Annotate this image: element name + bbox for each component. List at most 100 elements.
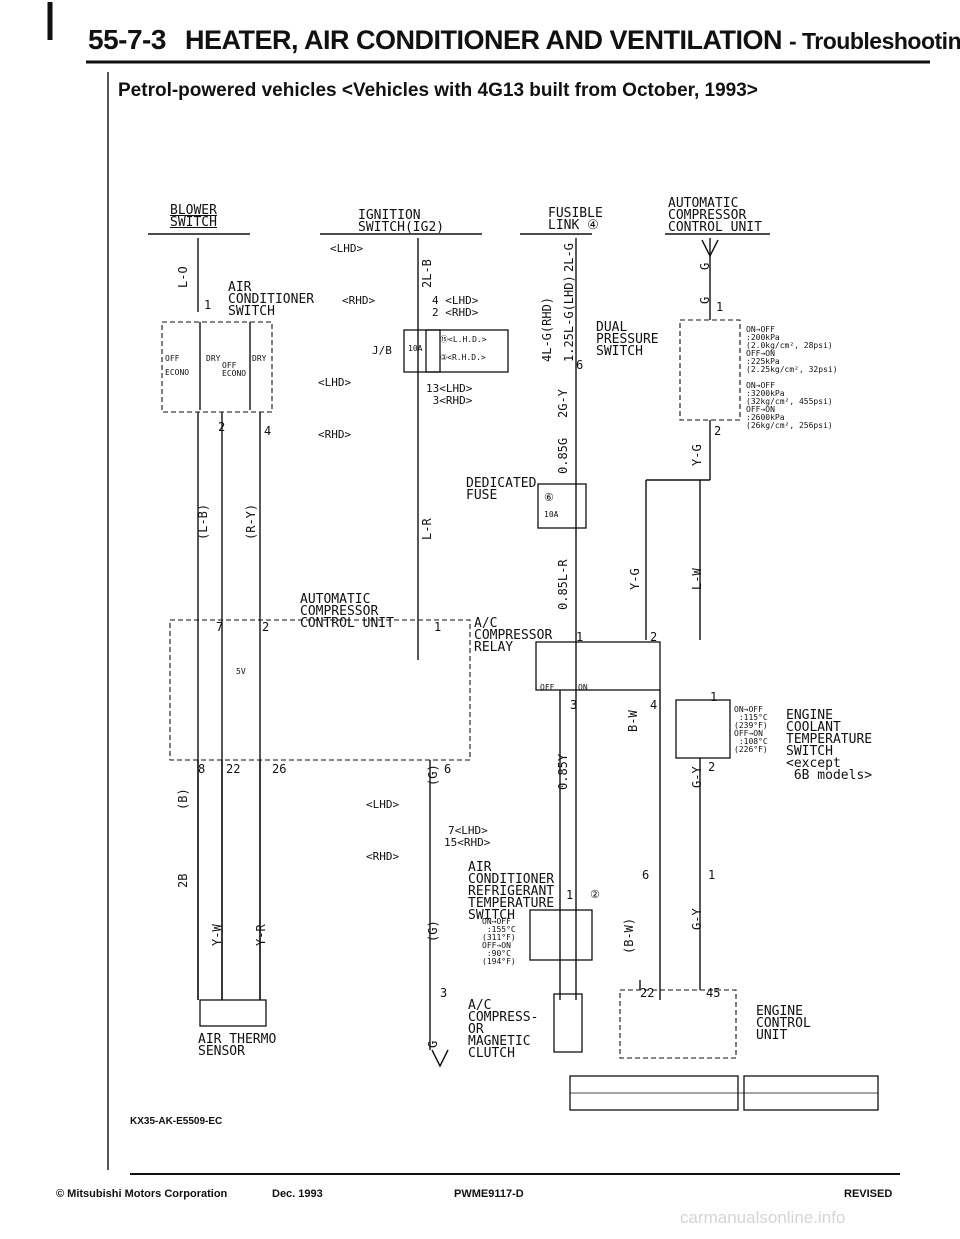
blower-state-econo-2: ECONO (222, 369, 247, 378)
blower-state-dry-2: DRY (252, 354, 267, 363)
pin-number: 1 (566, 888, 574, 902)
air-thermo-sensor-label: AIR THERMO SENSOR (198, 1032, 277, 1059)
pin-number: 6 (444, 762, 452, 776)
blower-state-econo-1: ECONO (165, 368, 190, 377)
pin-13-lhd: 13<LHD> (426, 382, 473, 395)
refrigerant-connector-ident: ② (590, 888, 600, 901)
wire-g-paren-2: (G) (426, 920, 440, 942)
pin-number: 1 (716, 300, 724, 314)
pin-number: 2 (714, 424, 722, 438)
pin-number: 1 (204, 298, 212, 312)
pin-2-rhd: 2 <RHD> (432, 306, 479, 319)
pin-15-rhd: 15<RHD> (444, 836, 491, 849)
wire-2b: 2B (176, 873, 190, 888)
wire-4l-g-rhd: 4L-G(RHD) (540, 296, 554, 362)
lhd-note-2: <LHD> (318, 376, 352, 389)
pin-number: 2 (262, 620, 270, 634)
pin-number: 1 (576, 630, 584, 644)
pin-number: 4 (264, 424, 272, 438)
refrigerant-switch-spec: ON→OFF :155°C (311°F) OFF→ON :90°C (194°… (482, 917, 516, 966)
wire-l-o: L-O (176, 266, 190, 288)
blower-switch-label: BLOWER SWITCH (170, 203, 217, 230)
jb-label: J/B (372, 344, 392, 357)
drawing-code: KX35-AK-E5509-EC (130, 1116, 223, 1127)
pin-number: 26 (272, 762, 287, 776)
rhd-note-1: <RHD> (342, 294, 376, 307)
engine-coolant-switch-label: ENGINE COOLANT TEMPERATURE SWITCH <excep… (786, 708, 873, 783)
wire-l-b: (L-B) (196, 503, 210, 540)
pin-number: 2 (650, 630, 658, 644)
wire-g-y-2: G-Y (690, 908, 704, 930)
wire-2l-g: 2L-G (562, 243, 576, 272)
coolant-switch-spec: ON→OFF :115°C (239°F) OFF→ON :108°C (226… (734, 705, 768, 754)
pin-7-lhd: 7<LHD> (448, 824, 488, 837)
pin-number: 6 (576, 358, 584, 372)
section-title: HEATER, AIR CONDITIONER AND VENTILATION (184, 25, 783, 55)
dedicated-fuse-label: DEDICATED FUSE (466, 476, 537, 503)
blower-state-dry-1: DRY (206, 354, 221, 363)
section-suffix: - Troubleshooting (788, 28, 960, 54)
dedicated-fuse-rating: 10A (544, 510, 559, 519)
air-conditioner-switch-label: AIR CONDITIONER SWITCH (228, 280, 315, 319)
pin-number: 7 (216, 620, 224, 634)
wire-085y: 0.85Y (556, 753, 570, 790)
relay-state-off: OFF (540, 683, 555, 692)
pin-number: 8 (198, 762, 206, 776)
lhd-note-3: <LHD> (366, 798, 400, 811)
dual-pressure-high-spec: ON→OFF :3200kPa (32kg/cm², 455psi) OFF→O… (746, 381, 833, 430)
jb-rhd-fuse: ③<R.H.D.> (440, 353, 486, 362)
wire-l-r: L-R (420, 518, 434, 540)
pin-number: 3 (440, 986, 448, 1000)
wire-l-w: L-W (690, 568, 704, 590)
wire-y-r: Y-R (254, 924, 268, 946)
control-unit-5v: 5V (236, 667, 246, 676)
ignition-switch-label: IGNITION SWITCH(IG2) (358, 208, 445, 235)
wire-125l-g-lhd: 1.25L-G(LHD) (562, 275, 576, 362)
blower-state-off-2: OFF (222, 361, 237, 370)
pin-number: 2 (708, 760, 716, 774)
section-number: 55-7-3 (88, 24, 166, 55)
engine-control-unit-label: ENGINE CONTROL UNIT (756, 1004, 811, 1043)
wire-g-bottom: G (426, 1040, 440, 1048)
pin-number: 3 (570, 698, 578, 712)
wire-b-w: B-W (626, 710, 640, 732)
ac-compressor-control-unit-top-label: AUTOMATIC COMPRESSOR CONTROL UNIT (668, 196, 762, 235)
dual-pressure-low-spec: ON→OFF :200kPa (2.0kg/cm², 28psi) OFF→ON… (746, 325, 838, 374)
wire-g-top: G (698, 262, 712, 270)
page-header: 55-7-3 HEATER, AIR CONDITIONER AND VENTI… (88, 24, 960, 56)
pin-number: 2 (218, 420, 226, 434)
wire-085l-r: 0.85L-R (556, 559, 570, 610)
ac-compressor-control-unit-mid-label: AUTOMATIC COMPRESSOR CONTROL UNIT (300, 592, 394, 631)
wire-2l-b: 2L-B (420, 259, 434, 288)
pin-number: 22 (226, 762, 241, 776)
watermark: carmanualsonline.info (680, 1208, 846, 1227)
pin-3-rhd: 3<RHD> (426, 394, 473, 407)
relay-state-on: ON (578, 683, 588, 692)
jb-lhd-fuse: ⑮<L.H.D.> (440, 335, 487, 344)
wire-g-mid: G (698, 296, 712, 304)
magnetic-clutch-label: A/C COMPRESS- OR MAGNETIC CLUTCH (468, 998, 539, 1061)
publication-date: Dec. 1993 (272, 1188, 323, 1200)
document-id: PWME9117-D (454, 1188, 524, 1200)
wire-y-w: Y-W (210, 924, 224, 946)
wire-y-g-1: Y-G (690, 444, 704, 466)
jb-fuse-rating: 10A (408, 344, 423, 353)
rhd-note-2: <RHD> (318, 428, 352, 441)
pin-number: 45 (706, 986, 721, 1000)
copyright: © Mitsubishi Motors Corporation (56, 1188, 228, 1200)
blower-state-off: OFF (165, 354, 180, 363)
rhd-note-3: <RHD> (366, 850, 400, 863)
pin-number: 1 (710, 690, 718, 704)
wire-r-y: (R-Y) (244, 503, 258, 540)
wire-g-paren-1: (G) (426, 764, 440, 786)
fusible-link-label: FUSIBLE LINK ④ (548, 206, 603, 233)
revision-status: REVISED (844, 1188, 893, 1200)
pin-4-lhd: 4 <LHD> (432, 294, 479, 307)
pin-number: 6 (642, 868, 650, 882)
refrigerant-switch-label: AIR CONDITIONER REFRIGERANT TEMPERATURE … (468, 860, 555, 923)
pin-number: 1 (708, 868, 716, 882)
wire-b-w-paren: (B-W) (622, 917, 636, 954)
pin-number: 22 (640, 986, 655, 1000)
dual-pressure-switch-label: DUAL PRESSURE SWITCH (596, 320, 659, 359)
